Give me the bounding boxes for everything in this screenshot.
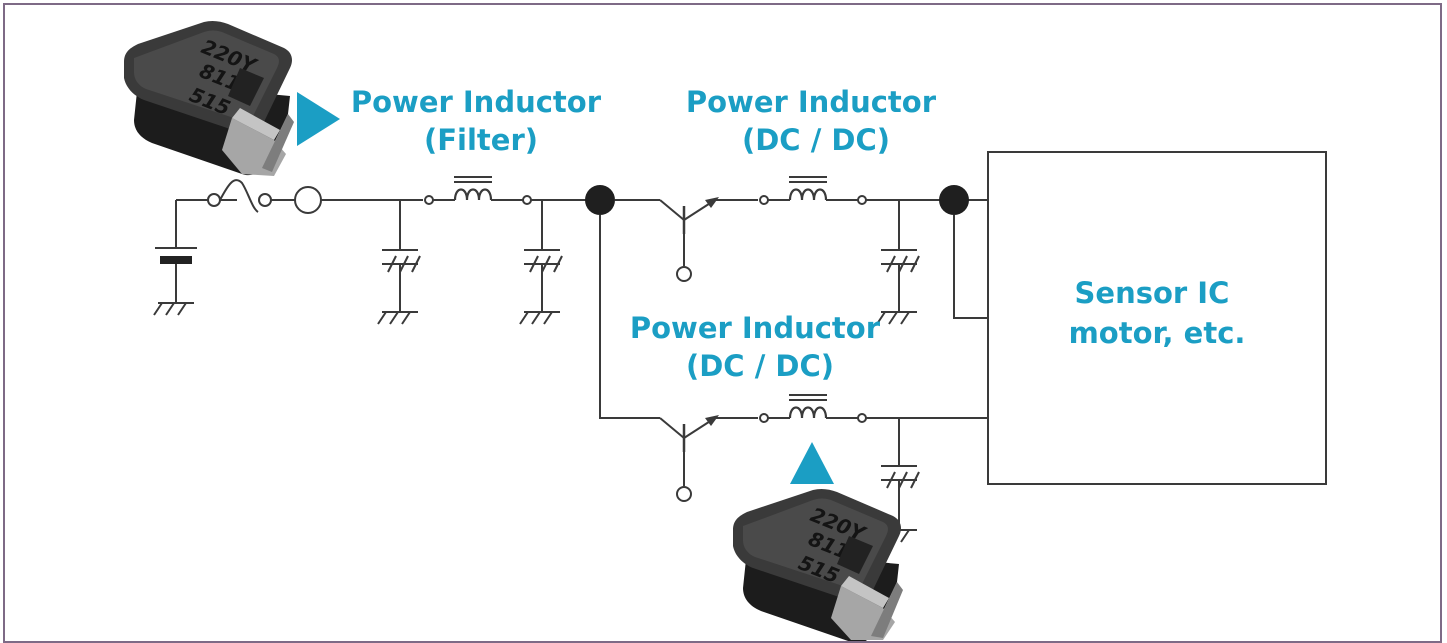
junction-node-left [585,185,615,215]
fuse-symbol [207,179,295,213]
triangle-right-icon [297,92,340,146]
load-box [987,151,1327,485]
dcdc-inductor-top-label: Power Inductor (DC / DC) [686,85,946,157]
battery-symbol [153,199,237,316]
power-inductor-chip-image-bottom: 220Y 811 515 [733,488,903,641]
load-label: Sensor IC motor, etc. [1069,276,1246,350]
filter-inductor-label: Power Inductor (Filter) [351,85,611,157]
power-inductor-chip-image-top: 220Y 811 515 [124,20,294,176]
capacitor-c3 [876,200,920,325]
dcdc-inductor-top-symbol [758,175,868,206]
transistor-bottom [659,415,758,502]
dcdc-inductor-bottom-label: Power Inductor (DC / DC) [630,311,890,383]
capacitor-c1 [377,200,421,325]
transistor-top [615,197,758,282]
filter-inductor-symbol [423,175,533,206]
junction-node-right [939,185,969,215]
dcdc-inductor-bottom-symbol [758,393,868,424]
triangle-up-icon [790,442,834,484]
capacitor-c2 [519,200,563,325]
terminal-symbol [294,186,322,214]
